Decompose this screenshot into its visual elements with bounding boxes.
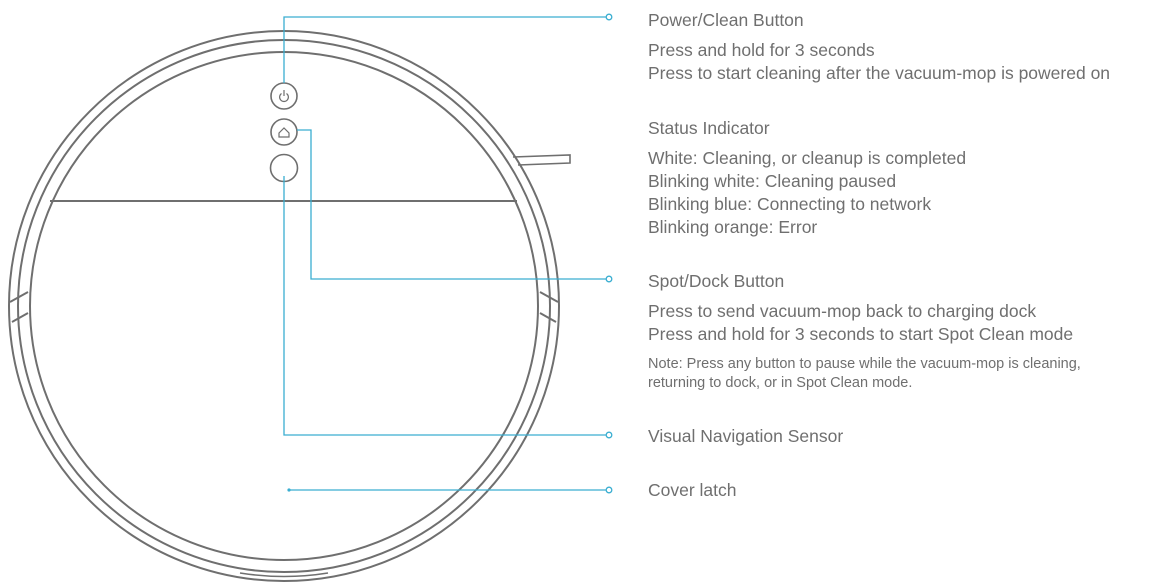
note-line: returning to dock, or in Spot Clean mode… — [648, 375, 913, 391]
left-bumper-seam — [9, 291, 29, 323]
note-line: Note: Press any button to pause while th… — [648, 356, 1081, 372]
spot-leader-dot — [605, 275, 613, 283]
power-clean-line: Press and hold for 3 seconds — [648, 40, 875, 60]
power-clean-line: Press to start cleaning after the vacuum… — [648, 63, 1111, 83]
latch-point-dot — [287, 488, 291, 492]
power-clean-title: Power/Clean Button — [648, 10, 804, 30]
power-leader-line — [283, 16, 609, 83]
home-icon — [278, 127, 290, 138]
leader-lines — [283, 16, 609, 491]
status-line: Blinking blue: Connecting to network — [648, 194, 932, 214]
spot-dock-note: Note: Press any button to pause while th… — [648, 355, 1081, 393]
spot-dock-title: Spot/Dock Button — [648, 271, 785, 291]
spot-dock-button[interactable] — [270, 118, 298, 146]
robot-body — [8, 30, 571, 582]
power-leader-dot — [605, 13, 613, 21]
sensor-leader-dot — [605, 431, 613, 439]
leader-end-dots — [605, 13, 613, 494]
status-indicator-title: Status Indicator — [648, 118, 770, 138]
power-clean-description: Press and hold for 3 seconds Press to st… — [648, 39, 1110, 85]
sensor-leader-line — [283, 176, 609, 436]
spot-dock-description: Press to send vacuum-mop back to chargin… — [648, 300, 1073, 346]
spot-dock-line: Press and hold for 3 seconds to start Sp… — [648, 324, 1074, 344]
latch-leader-dot — [605, 486, 613, 494]
status-line: Blinking white: Cleaning paused — [648, 171, 897, 191]
status-line: Blinking orange: Error — [648, 217, 818, 237]
spot-leader-line — [297, 129, 609, 280]
status-indicator-description: White: Cleaning, or cleanup is completed… — [648, 147, 966, 239]
cover-latch-title: Cover latch — [648, 480, 737, 500]
spot-dock-line: Press to send vacuum-mop back to chargin… — [648, 301, 1037, 321]
bottom-latch-edge — [239, 572, 329, 578]
status-line: White: Cleaning, or cleanup is completed — [648, 148, 967, 168]
right-bumper-seam — [539, 291, 559, 323]
power-icon — [279, 90, 289, 103]
visual-navigation-sensor-title: Visual Navigation Sensor — [648, 426, 844, 446]
side-brush — [512, 154, 571, 166]
